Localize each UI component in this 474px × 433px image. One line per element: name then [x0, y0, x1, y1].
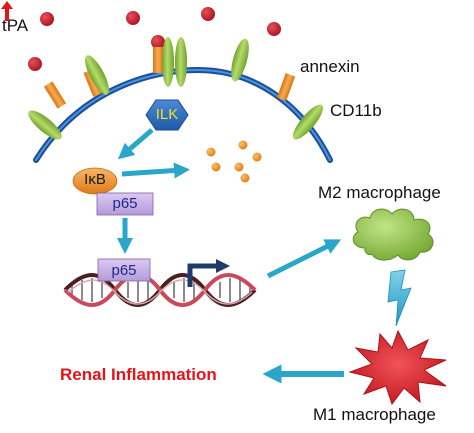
ikb-node [72, 167, 118, 195]
p65-nucleus-node [97, 258, 151, 282]
cd11b-receptor [292, 104, 324, 140]
arrow-to-cytokines [121, 162, 190, 179]
m2-macrophage-label: M2 macrophage [318, 183, 441, 202]
annexin-receptor [153, 47, 163, 73]
tpa-molecule [126, 11, 140, 25]
cd11b-receptor [28, 110, 62, 140]
ilk-hexagon [145, 99, 189, 131]
tpa-molecule [151, 35, 165, 49]
dna-helix [63, 273, 257, 307]
cd11b-label: CD11b [330, 101, 382, 120]
renal-inflammation-label: Renal Inflammation [60, 365, 217, 384]
cytokine-dot [252, 152, 262, 162]
ilk-label: ILK [155, 106, 179, 123]
dna-rungs [71, 278, 251, 302]
cd11b-receptor [231, 38, 249, 82]
tpa-molecules [28, 7, 281, 71]
p65-cytoplasm-node [96, 192, 154, 216]
up-arrow-icon [1, 1, 13, 21]
cd11b-receptors [28, 37, 324, 140]
m1-macrophage-label: M1 macrophage [313, 405, 436, 424]
cd11b-receptor [84, 55, 110, 95]
arrow-to-m2 [266, 239, 342, 279]
transcription-arrow-icon [187, 263, 218, 287]
dna-strand-inner [67, 279, 253, 305]
tpa-molecule [201, 7, 215, 21]
dna-strand [63, 273, 257, 307]
tpa-molecule [267, 22, 281, 36]
arrow-ilk-to-ikb [117, 128, 154, 160]
m1-macrophage-star [348, 329, 447, 406]
cytokine-dot [206, 147, 216, 157]
tpa-molecule [40, 12, 54, 26]
cytokine-dot [234, 162, 244, 172]
p65-cytoplasm-label: p65 [112, 195, 138, 212]
annexin-receptor [276, 73, 296, 101]
ikb-label: IκB [84, 171, 106, 188]
cytokine-dot [211, 162, 221, 172]
lightning-arrow-icon [387, 269, 412, 327]
tpa-molecule [28, 57, 42, 71]
annexin-receptor [83, 69, 103, 97]
transcription-arrowhead [216, 259, 230, 273]
m2-macrophage-cloud [352, 208, 434, 261]
cytokine-dots [206, 140, 262, 183]
cd11b-receptor [175, 37, 187, 87]
annexin-receptor [43, 81, 67, 109]
p65-nucleus-label: p65 [111, 262, 137, 279]
cytokine-dot [240, 173, 250, 183]
cd11b-receptor [162, 37, 174, 87]
lightning-bolt [387, 269, 412, 327]
annexin-receptors [43, 47, 296, 109]
annexin-label: annexin [300, 57, 360, 76]
cytokine-dot [238, 140, 248, 150]
